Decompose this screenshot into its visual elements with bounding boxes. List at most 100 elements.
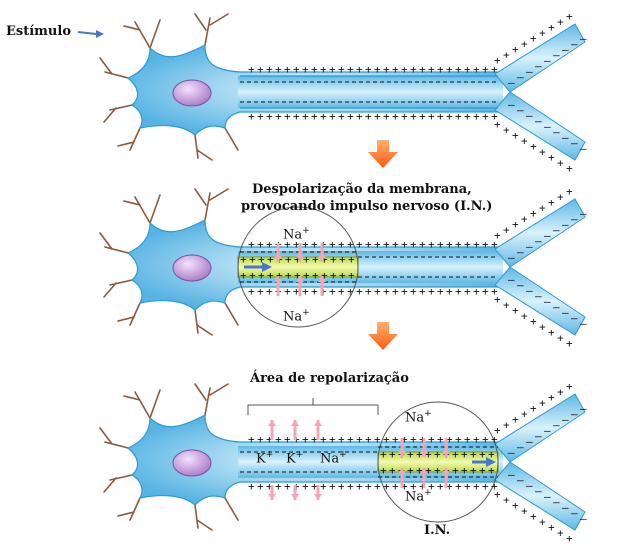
charge-plus: + [401, 63, 408, 76]
charge-minus: – [535, 115, 542, 128]
charge-plus: + [302, 63, 309, 76]
neuron-repolarization [99, 383, 586, 531]
charge-plus: + [539, 202, 546, 215]
charge-plus: + [383, 433, 390, 446]
charge-plus: + [284, 433, 291, 446]
charge-minus: – [535, 60, 542, 73]
charge-plus: + [338, 285, 345, 298]
charge-plus: + [557, 157, 564, 170]
charge-plus: + [452, 464, 459, 477]
charge-minus: – [544, 295, 551, 308]
charge-plus: + [503, 224, 510, 237]
charge-plus: + [503, 494, 510, 507]
charge-plus: + [266, 110, 273, 123]
charge-plus: + [464, 110, 471, 123]
charge-plus: + [392, 480, 399, 493]
charge-plus: + [365, 433, 372, 446]
ion-flow-arrowhead [296, 276, 304, 282]
impulse-direction-icon [472, 457, 496, 467]
charge-minus: – [553, 419, 560, 432]
charge-plus: + [434, 464, 441, 477]
charge-minus: – [526, 109, 533, 122]
charge-plus: + [479, 464, 486, 477]
neuron-depolarization [99, 188, 586, 336]
charge-plus: + [464, 63, 471, 76]
charge-plus: + [437, 63, 444, 76]
charge-plus: + [539, 516, 546, 529]
charge-minus: – [562, 218, 569, 231]
charge-plus: + [425, 464, 432, 477]
charge-minus: – [571, 312, 578, 325]
charge-minus: – [508, 468, 515, 481]
charge-plus: + [248, 480, 255, 493]
charge-plus: + [257, 433, 264, 446]
charge-plus: + [329, 63, 336, 76]
charge-plus: + [503, 49, 510, 62]
charge-plus: + [389, 448, 396, 461]
charge-plus: + [482, 285, 489, 298]
charge-plus: + [482, 63, 489, 76]
charge-plus: + [428, 285, 435, 298]
charge-plus: + [539, 146, 546, 159]
charge-plus: + [356, 433, 363, 446]
charge-plus: + [401, 285, 408, 298]
ion-flow-arrowhead [268, 420, 276, 426]
charge-minus: – [571, 137, 578, 150]
charge-plus: + [383, 238, 390, 251]
charge-plus: + [428, 433, 435, 446]
charge-minus: – [508, 273, 515, 286]
charge-plus: + [410, 238, 417, 251]
charge-plus: + [473, 433, 480, 446]
charge-minus: – [517, 474, 524, 487]
charge-minus: – [562, 131, 569, 144]
charge-plus: + [392, 110, 399, 123]
charge-plus: + [320, 63, 327, 76]
charge-plus: + [294, 253, 301, 266]
charge-plus: + [566, 162, 573, 175]
charge-plus: + [347, 433, 354, 446]
charge-plus: + [494, 488, 501, 501]
charge-plus: + [470, 448, 477, 461]
charge-plus: + [425, 448, 432, 461]
charge-plus: + [437, 480, 444, 493]
charge-plus: + [446, 433, 453, 446]
charge-minus: – [508, 251, 515, 264]
sodium-ion-top-row2: Na+ [283, 226, 310, 243]
charge-minus: – [517, 279, 524, 292]
charge-plus: + [461, 464, 468, 477]
charge-plus: + [266, 480, 273, 493]
charge-minus: – [553, 224, 560, 237]
charge-plus: + [401, 110, 408, 123]
charge-plus: + [548, 521, 555, 534]
charge-plus: + [267, 269, 274, 282]
charge-plus: + [338, 480, 345, 493]
charge-plus: + [494, 229, 501, 242]
ion-flow-arrowhead [318, 276, 326, 282]
ion-flow-arrowhead [291, 494, 299, 500]
charge-minus: – [580, 207, 587, 220]
charge-plus: + [491, 63, 498, 76]
charge-plus: + [383, 110, 390, 123]
charge-minus: – [526, 65, 533, 78]
charge-minus: – [580, 317, 587, 330]
charge-plus: + [285, 253, 292, 266]
charge-plus: + [275, 63, 282, 76]
charge-plus: + [276, 269, 283, 282]
charge-plus: + [339, 253, 346, 266]
charge-plus: + [320, 433, 327, 446]
charge-minus: – [544, 229, 551, 242]
charge-plus: + [521, 213, 528, 226]
charge-plus: + [275, 110, 282, 123]
charge-plus: + [410, 285, 417, 298]
charge-plus: + [530, 402, 537, 415]
charge-plus: + [482, 238, 489, 251]
charge-minus: – [508, 98, 515, 111]
charge-plus: + [473, 480, 480, 493]
charge-plus: + [557, 386, 564, 399]
charge-minus: – [580, 142, 587, 155]
charge-plus: + [356, 110, 363, 123]
charge-plus: + [347, 480, 354, 493]
charge-plus: + [503, 124, 510, 137]
charge-plus: + [356, 480, 363, 493]
charge-plus: + [491, 110, 498, 123]
